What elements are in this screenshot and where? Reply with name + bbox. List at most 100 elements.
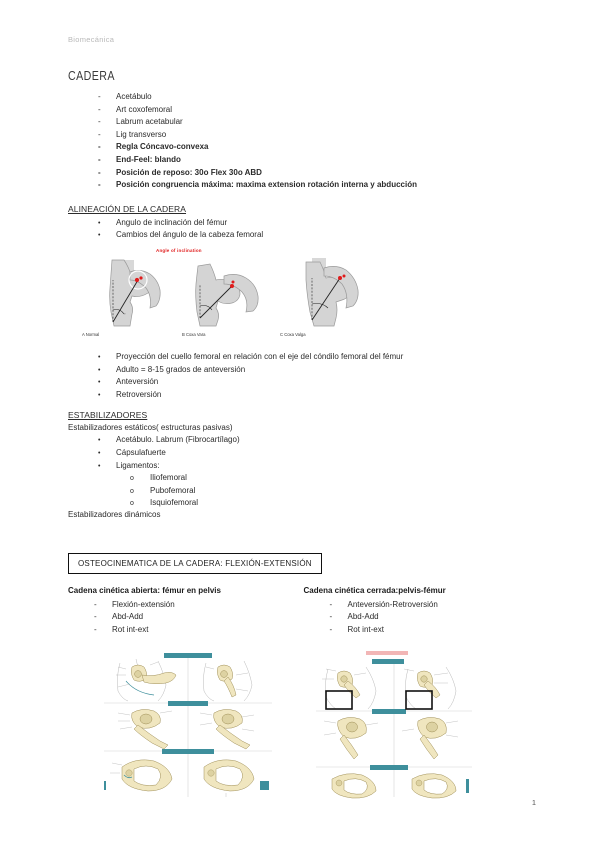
list-text: Pubofemoral (150, 485, 196, 495)
list-text: Abd-Add (112, 612, 144, 622)
list-text: Cápsulafuerte (116, 447, 166, 457)
list-item: • Proyección del cuello femoral en relaci… (68, 351, 532, 364)
list-marker: • (98, 353, 101, 361)
list-text: End-Feel: blando (116, 154, 181, 164)
list-item: • Acetábulo. Labrum (Fibrocartílago) (68, 434, 532, 447)
list-marker: • (98, 379, 101, 387)
list-item: -Lig transverso (68, 129, 532, 142)
column-open-chain: Cadena cinética abierta: fémur en pelvis… (68, 586, 297, 799)
list-marker: - (98, 104, 101, 114)
list-text: Angulo de inclinación del fémur (116, 217, 228, 227)
column-heading: Cadena cinética cerrada:pelvis-fémur (303, 585, 446, 595)
list-text: Rot int-ext (347, 625, 384, 635)
closed-chain-list: - Anteversión-Retroversión -Abd-Add - Rot … (304, 599, 533, 637)
list-text: Acetábulo (116, 92, 152, 101)
list-item: - Abd-Add (68, 611, 297, 624)
list-marker: o (130, 487, 134, 495)
alineacion-list-after: • Proyección del cuello femoral en relaci… (68, 351, 532, 401)
document-content: CADERA - Acetábulo -Art coxofemoral -Labr… (68, 68, 532, 799)
figure-panel-label: A Normal (82, 331, 100, 337)
list-item: o Pubofemoral (68, 485, 532, 498)
list-marker: • (98, 219, 101, 227)
estabilizadores-list: •Acetábulo. Labrum (Fibrocartílago) •Cáp… (68, 434, 532, 472)
list-text: Isquiofemoral (150, 498, 199, 508)
alineacion-list: • Angulo de inclinación del fémur • Cambio… (68, 217, 532, 242)
list-text: Abd-Add (347, 612, 379, 622)
list-text: Anteversión-Retroversión (347, 599, 438, 609)
list-item: -Flexión-extensión (68, 599, 297, 612)
list-item: •Anteversión (68, 376, 532, 389)
list-item: - Rot int-ext (304, 624, 533, 637)
list-text: Cambios del ángulo de la cabeza femoral (116, 230, 264, 240)
column-heading: Cadena cinética abierta: fémur en pelvis (68, 585, 221, 595)
svg-text:°: ° (124, 312, 126, 317)
section-heading-alineacion: ALINEACIÓN DE LA CADERA (68, 203, 187, 214)
list-text: Rot int-ext (112, 625, 149, 635)
list-text: Proyección del cuello femoral en relació… (116, 351, 404, 361)
list-item: • Adulto = 8-15 grados de anteversión (68, 364, 532, 377)
list-marker: • (98, 391, 101, 399)
list-item: •Cápsulafuerte (68, 447, 532, 460)
list-item: • Angulo de inclinación del fémur (68, 217, 532, 230)
list-text: Posición de reposo: 30o Flex 30o ABD (116, 167, 262, 177)
list-text: Posición congruencia máxima: maxima exte… (116, 180, 417, 190)
estabilizadores-footer: Estabilizadores dinámicos (68, 509, 161, 519)
section-heading-estabilizadores: ESTABILIZADORES (68, 410, 148, 421)
list-item: • Cambios del ángulo de la cabeza femoral (68, 229, 532, 242)
list-marker: - (329, 625, 333, 635)
document-header: Biomecánica (68, 35, 115, 44)
hip-diagram-coxa-valga: C Coxa Valga (278, 256, 364, 337)
page-number: 1 (531, 798, 536, 807)
list-marker: • (98, 462, 101, 470)
figure-angle-of-inclination: Angle of inclination ° A Normal (80, 247, 380, 342)
list-text: Adulto = 8-15 grados de anteversión (116, 364, 246, 374)
boxed-section-title: OSTEOCINEMATICA DE LA CADERA: FLEXIÓN-EX… (68, 552, 322, 574)
list-item: - Regla Cóncavo-convexa (68, 141, 532, 154)
list-item: -Labrum acetabular (68, 116, 532, 129)
list-item: o Iliofemoral (68, 472, 532, 485)
list-marker: - (98, 167, 101, 177)
list-text: Acetábulo. Labrum (Fibrocartílago) (116, 435, 240, 445)
list-item: - Acetábulo (68, 91, 532, 104)
figure-panel-label: B Coxa Vara (182, 331, 206, 337)
two-column-section: Cadena cinética abierta: fémur en pelvis… (68, 586, 532, 799)
list-item: - End-Feel: blando (68, 154, 532, 167)
list-text: Iliofemoral (150, 473, 187, 483)
list-item: • Retroversión (68, 389, 532, 402)
figure-open-chain-plate (102, 650, 274, 799)
figure-caption: Angle of inclination (156, 247, 202, 253)
list-item: - Rot int-ext (68, 624, 297, 637)
list-item: o Isquiofemoral (68, 497, 532, 510)
list-marker: - (329, 599, 333, 609)
figure-panel-label: C Coxa Valga (280, 331, 306, 337)
list-item: - Posición congruencia máxima: maxima ext… (68, 179, 532, 192)
list-text: Lig transverso (116, 129, 167, 139)
cadera-list-bold: - Regla Cóncavo-convexa - End-Feel: blando… (68, 141, 532, 191)
list-marker: • (98, 232, 101, 240)
hip-diagram-normal: ° A Normal (80, 256, 166, 337)
list-text: Retroversión (116, 389, 162, 399)
list-marker: o (130, 475, 134, 483)
list-item: •Ligamentos: (68, 460, 532, 473)
hip-diagram-coxa-vara: B Coxa Vara (180, 256, 266, 337)
list-marker: - (94, 612, 97, 622)
list-marker: • (98, 366, 101, 374)
list-marker: - (98, 117, 101, 127)
estabilizadores-subtitle: Estabilizadores estáticos( estructuras p… (68, 423, 233, 433)
list-item: -Abd-Add (304, 611, 533, 624)
list-text: Flexión-extensión (112, 599, 175, 609)
list-text: Regla Cóncavo-convexa (116, 142, 209, 152)
column-closed-chain: Cadena cinética cerrada:pelvis-fémur - An… (304, 586, 533, 799)
list-item: - Anteversión-Retroversión (304, 599, 533, 612)
list-marker: - (94, 625, 97, 635)
page-title: CADERA (68, 68, 115, 83)
list-marker: • (98, 437, 101, 445)
list-marker: - (98, 142, 101, 152)
list-marker: - (98, 180, 101, 190)
list-marker: o (130, 500, 134, 508)
list-marker: - (98, 154, 101, 164)
list-marker: - (98, 92, 101, 101)
list-item: -Art coxofemoral (68, 104, 532, 117)
